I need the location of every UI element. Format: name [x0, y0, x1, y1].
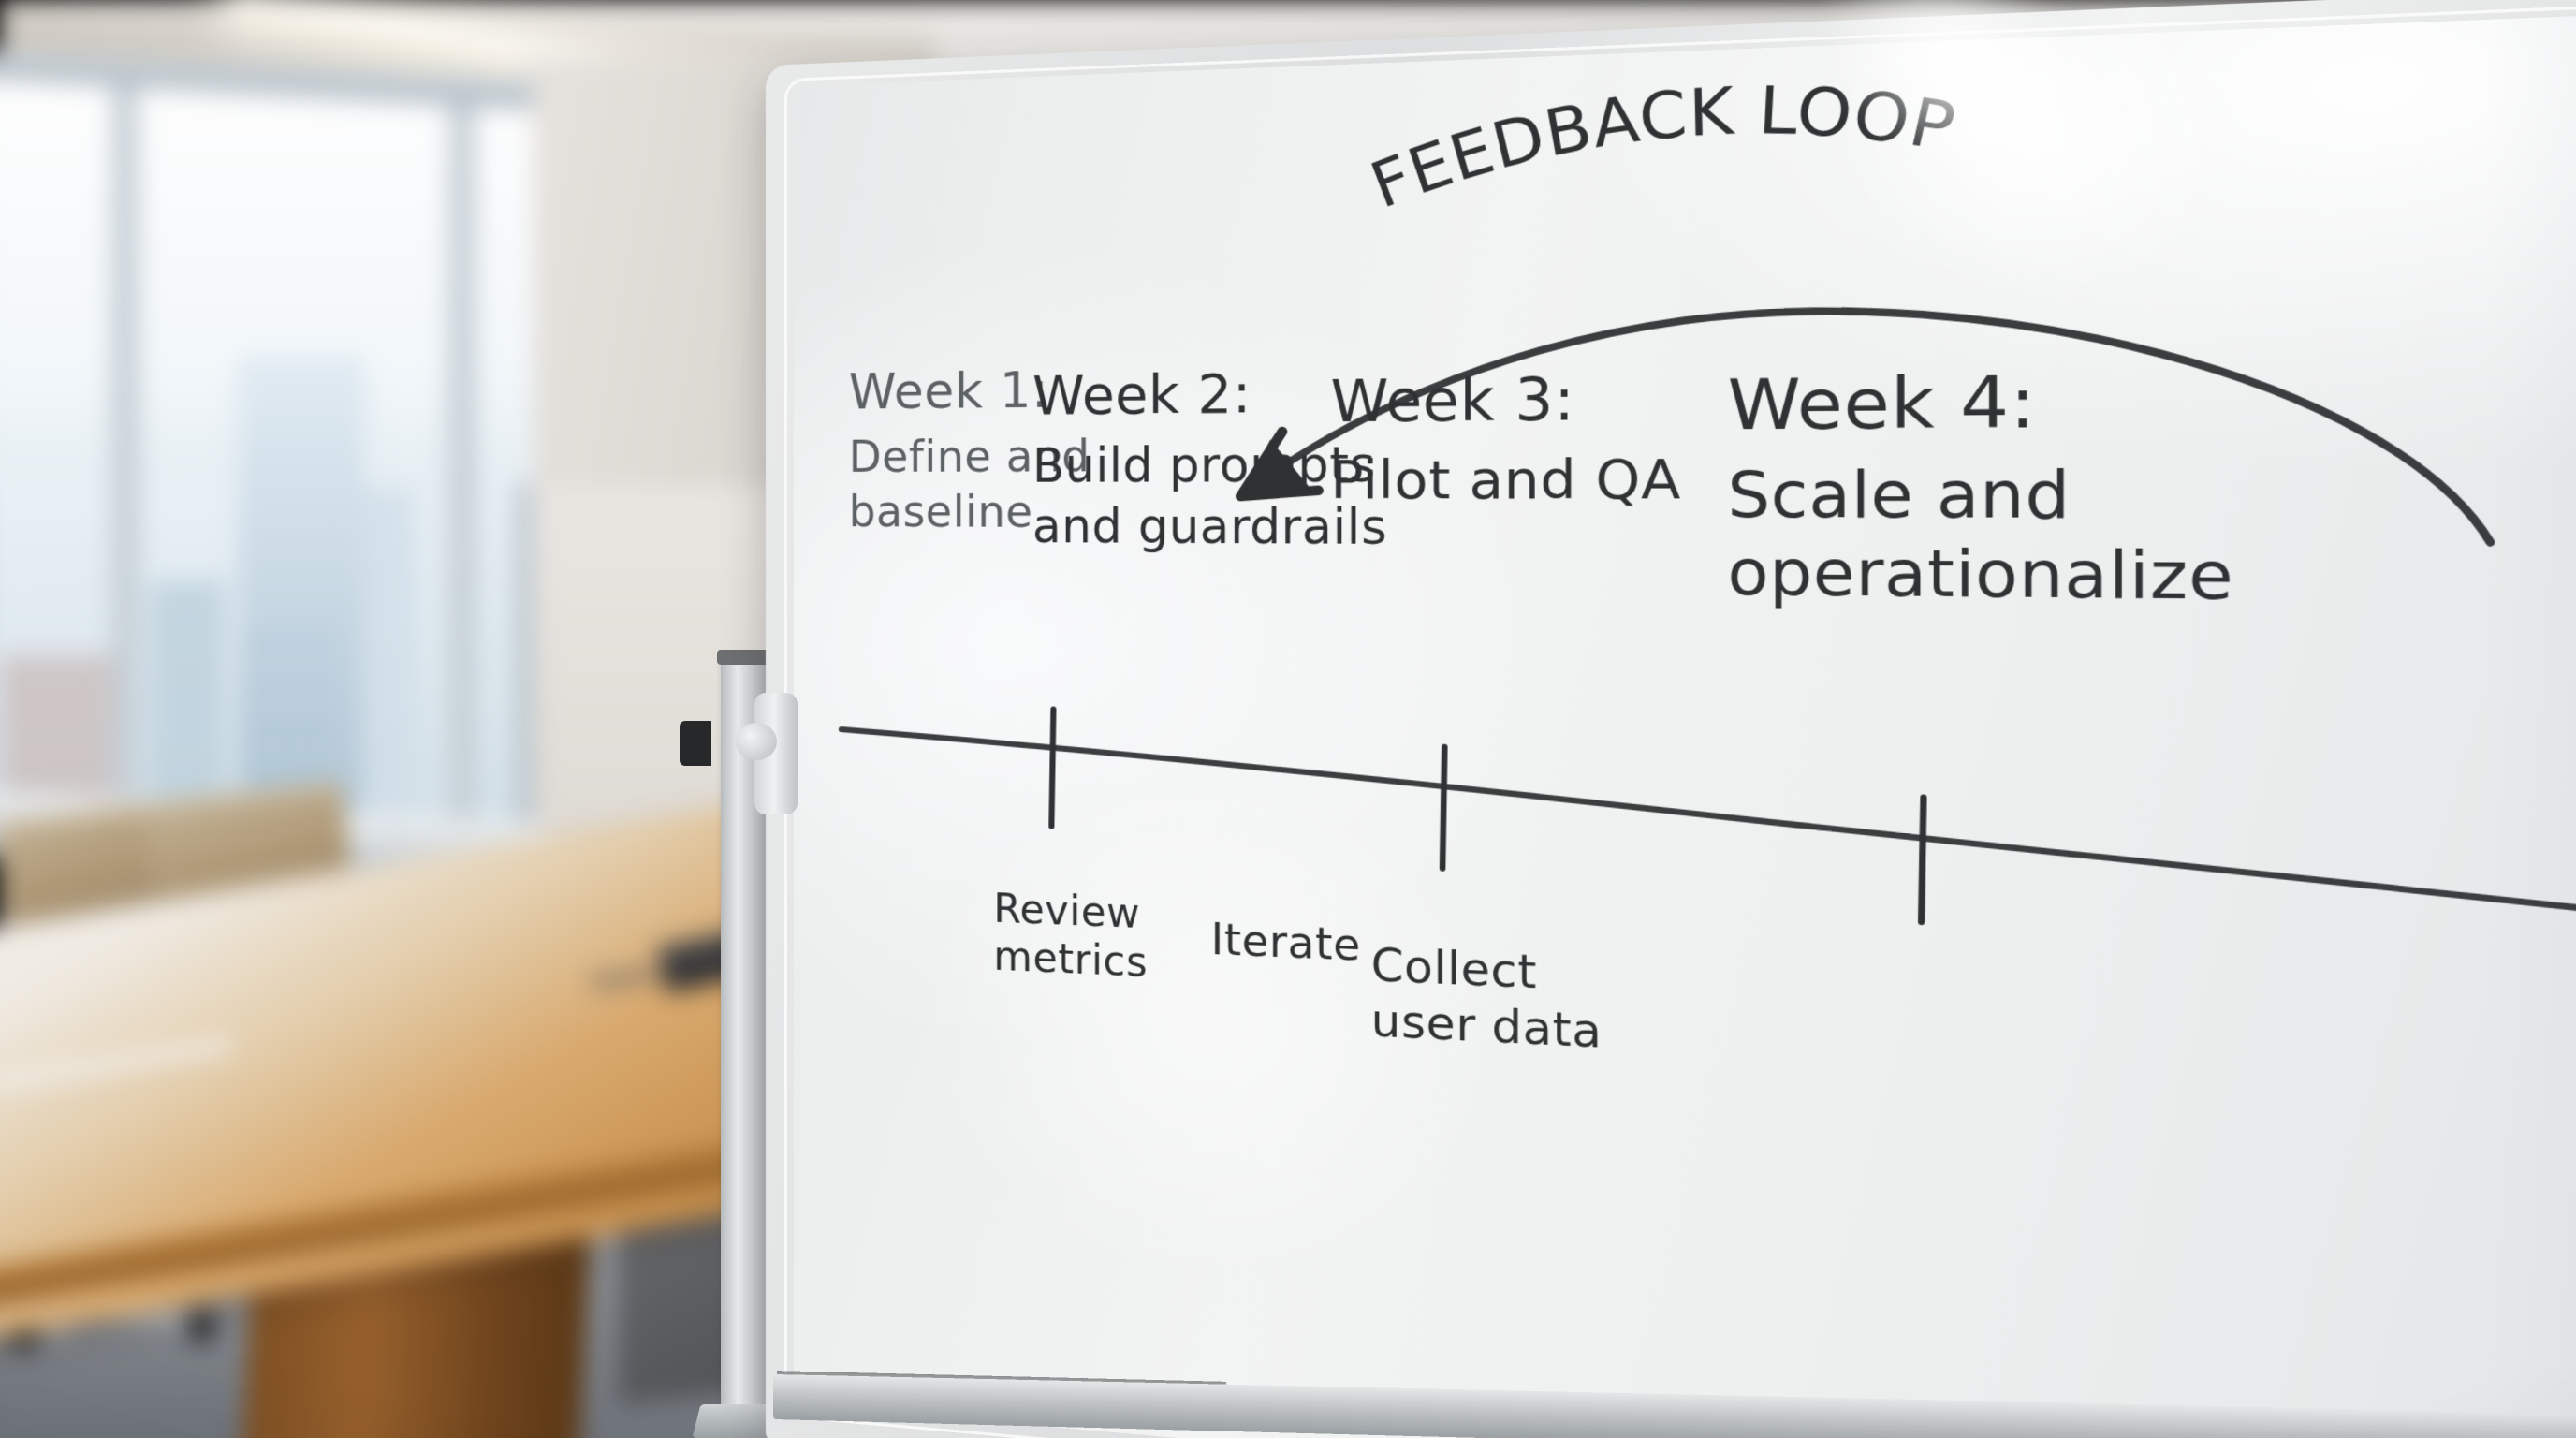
chair-caster	[187, 1311, 215, 1343]
board-hardware	[680, 721, 711, 766]
whiteboard-surface[interactable]	[794, 3, 2576, 1438]
surface-shading	[2485, 3, 2576, 1438]
city-building	[239, 356, 365, 824]
board-pivot-knob[interactable]	[736, 723, 777, 760]
stand-post-cap	[717, 650, 773, 665]
city-building	[360, 487, 417, 843]
surface-glare	[1785, 3, 2280, 347]
surface-sheen	[904, 743, 1515, 1320]
